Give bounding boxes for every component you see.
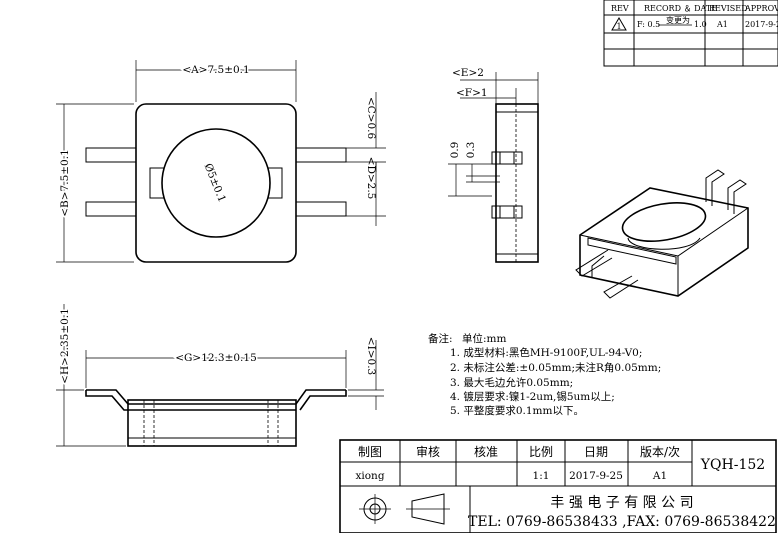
note-3: 3. 最大毛边允许0.05mm; xyxy=(450,376,573,389)
th-version: 版本/次 xyxy=(640,445,680,459)
dim-f-label: <F>1 xyxy=(456,87,488,99)
change-note: 变更为 xyxy=(666,15,690,25)
company-name: 丰 强 电 子 有 限 公 司 xyxy=(550,495,693,511)
projection-symbol-icon xyxy=(359,493,450,525)
revision-table: REV RECORD ＆ DATE REVISED APPROVED 1 F: … xyxy=(603,0,778,67)
note-2: 2. 未标注公差:±0.05mm;未注R角0.05mm; xyxy=(450,361,661,374)
dim-d-label: <D>2.5 xyxy=(365,157,377,200)
th-date: 日期 xyxy=(584,445,608,459)
title-block: 制图 审核 核准 比例 日期 版本/次 xiong 1:1 2017-9-25 … xyxy=(339,439,777,533)
part-number: YQH-152 xyxy=(700,457,765,473)
dim-h-label: <H>2.35±0.1 xyxy=(59,308,71,384)
th-checked: 审核 xyxy=(416,444,440,459)
dim-c-label: <C>0.6 xyxy=(365,97,377,140)
warning-triangle-icon xyxy=(611,17,627,31)
pin-03-label: 0.3 xyxy=(465,142,477,159)
dim-i-label: <I>0.3 xyxy=(365,337,377,375)
circle-diameter-label: Ø5±0.1 xyxy=(202,162,228,204)
dim-b-label: <B>7.5±0.1 xyxy=(59,149,71,217)
company-contact: TEL: 0769-86538433 ,FAX: 0769-86538422 xyxy=(468,514,776,530)
approved-header: APPROVED xyxy=(744,4,778,13)
pin-09-label: 0.9 xyxy=(449,142,461,159)
approved-date: 2017-9-25 xyxy=(745,20,778,29)
front-view: <G>12.3±0.15 <H>2.35±0.1 <I>0.3 xyxy=(56,304,384,447)
th-drawn: 制图 xyxy=(358,445,382,459)
dim-g-label: <G>12.3±0.15 xyxy=(175,352,257,364)
record-date-header: RECORD ＆ DATE xyxy=(644,4,717,13)
note-5: 5. 平整度要求0.1mm以下。 xyxy=(450,404,584,417)
side-view: <E>2 <F>1 0.9 0.3 xyxy=(448,67,539,263)
revised-value: A1 xyxy=(716,20,728,29)
svg-text:1: 1 xyxy=(616,22,621,31)
note-4: 4. 镀层要求:镍1-2um,锡5um以上; xyxy=(450,390,615,403)
scale-value: 1:1 xyxy=(533,470,550,482)
date-value: 2017-9-25 xyxy=(569,470,623,482)
th-approved: 核准 xyxy=(474,445,498,459)
notes: 备注: 单位:mm 1. 成型材料:黑色MH-9100F,UL-94-V0; 2… xyxy=(428,332,661,417)
rev-header: REV xyxy=(611,4,629,13)
notes-title: 备注: xyxy=(428,332,453,345)
notes-unit: 单位:mm xyxy=(462,332,506,345)
th-scale: 比例 xyxy=(529,445,553,459)
note-1: 1. 成型材料:黑色MH-9100F,UL-94-V0; xyxy=(450,346,642,359)
dim-e-label: <E>2 xyxy=(452,67,484,79)
change-to: 1.0 xyxy=(694,20,707,29)
top-view: Ø5±0.1 <A>7.5±0.1 <B>7.5±0.1 <C>0.6 <D>2… xyxy=(56,60,386,263)
change-from: F: 0.5 xyxy=(637,20,660,29)
isometric-view xyxy=(575,169,749,299)
revised-header: REVISED xyxy=(709,4,748,13)
dim-a-label: <A>7.5±0.1 xyxy=(182,64,249,76)
drawn-by: xiong xyxy=(355,470,384,482)
version-value: A1 xyxy=(652,470,667,482)
